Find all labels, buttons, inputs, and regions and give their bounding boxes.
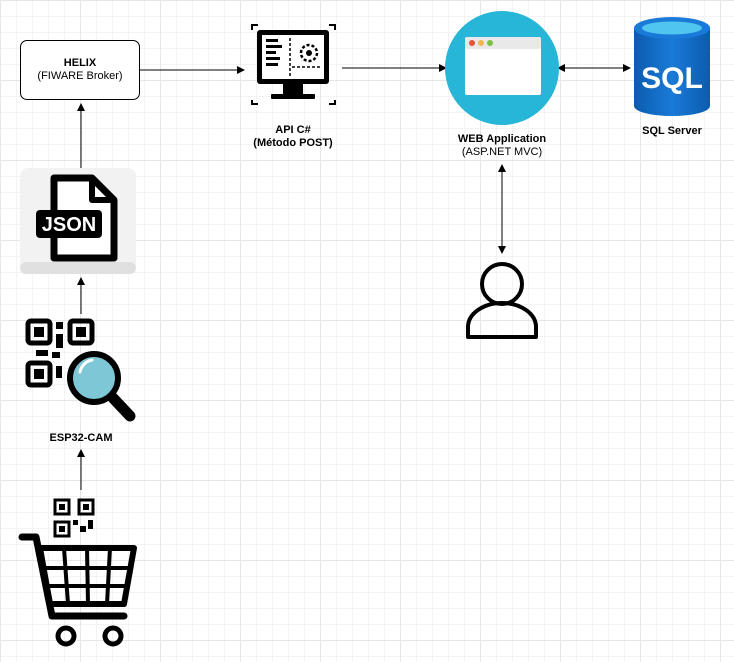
database-icon: SQL: [634, 17, 710, 116]
connectors: [77, 64, 631, 490]
browser-window-icon: [445, 11, 559, 125]
shopping-cart-qr-icon: [18, 498, 137, 647]
api-label: API C# (Método POST): [233, 124, 353, 150]
web-subtitle: (ASP.NET MVC): [461, 146, 543, 158]
qr-magnifier-icon: [25, 318, 136, 422]
json-icon-text: JSON: [42, 214, 96, 236]
web-title: WEB Application: [457, 133, 547, 145]
user-icon: [466, 262, 538, 339]
web-label: WEB Application (ASP.NET MVC): [432, 133, 572, 159]
sql-icon-text: SQL: [641, 62, 703, 95]
helix-subtitle: (FIWARE Broker): [37, 70, 123, 82]
json-file-icon: JSON: [20, 168, 136, 274]
api-title: API C#: [275, 124, 311, 136]
esp32-cam-label: ESP32-CAM: [49, 432, 113, 444]
sql-server-label: SQL Server: [642, 125, 702, 137]
monitor-gear-icon: [251, 24, 336, 105]
helix-title: HELIX: [63, 57, 97, 69]
api-subtitle: (Método POST): [253, 137, 333, 149]
helix-broker-node: HELIX (FIWARE Broker): [20, 40, 140, 100]
